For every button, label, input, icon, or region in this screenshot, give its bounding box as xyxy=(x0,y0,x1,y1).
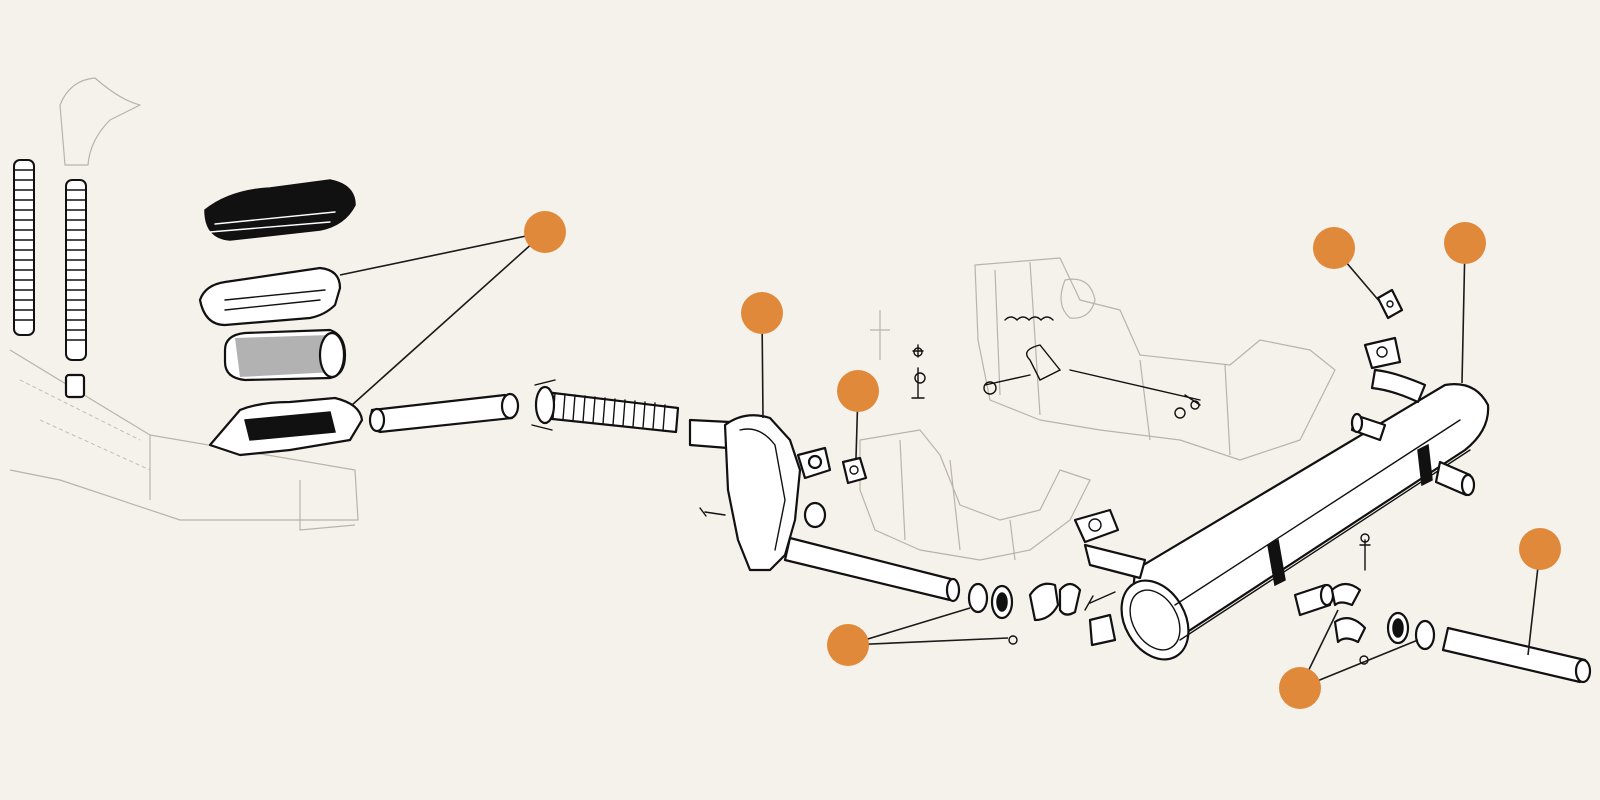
heat-exchanger xyxy=(688,414,832,572)
muffler xyxy=(1120,383,1490,661)
mounting-gasket xyxy=(1376,288,1404,320)
hotspot-muffler[interactable] xyxy=(1444,222,1486,264)
flex-hose-right xyxy=(64,179,87,399)
ghost-underbody-outline xyxy=(9,77,359,531)
converter-lower-shield xyxy=(208,396,364,457)
hotspot-tailpipe[interactable] xyxy=(1519,528,1561,570)
heat-exchanger-outlet-pipe xyxy=(783,536,961,603)
hotspot-flange-gasket[interactable] xyxy=(837,370,879,412)
hotspot-markers xyxy=(524,211,1561,709)
muffler-inlet-pipe-lower xyxy=(1073,508,1147,580)
tailpipe xyxy=(1441,626,1592,684)
converter-core xyxy=(223,328,347,382)
engine-linkage-hardware xyxy=(911,316,1201,419)
converter-shell xyxy=(198,266,342,327)
leader-lines xyxy=(339,231,1541,689)
hotspot-clamps-seals-right[interactable] xyxy=(1279,667,1321,709)
muffler-side-outlets xyxy=(1088,460,1476,647)
hotspot-mounting-gasket[interactable] xyxy=(1313,227,1355,269)
intermediate-pipe xyxy=(368,392,520,434)
hotspot-catalytic-converter[interactable] xyxy=(524,211,566,253)
clamp-seal-set-right xyxy=(1330,533,1436,665)
hotspot-clamps-seals-left[interactable] xyxy=(827,624,869,666)
flex-hose-left xyxy=(13,159,35,336)
hotspot-heat-exchanger[interactable] xyxy=(741,292,783,334)
ghost-engine-outline xyxy=(859,257,1336,561)
flange-gasket xyxy=(841,456,868,485)
clamp-seal-set-left xyxy=(967,582,1116,645)
converter-heat-shield-top xyxy=(204,179,356,241)
corrugated-flex-pipe xyxy=(531,379,680,434)
muffler-inlet-pipe-upper xyxy=(1350,336,1427,442)
